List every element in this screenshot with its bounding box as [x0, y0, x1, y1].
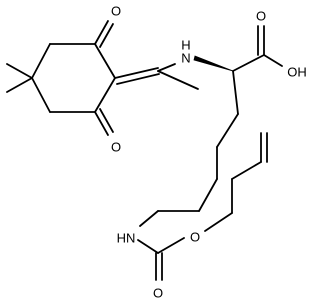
bond-methyl-upper: [6, 63, 33, 79]
ketone-top: O: [94, 4, 121, 48]
alpha-carbon: [193, 55, 239, 115]
stereo-wedge-bond: [193, 55, 234, 72]
bond-carbonyl-ester-o: [157, 237, 185, 254]
chemical-structure-drawing: O O N H O OH HN O O: [6, 4, 307, 301]
bond-ketone-bottom-b: [99, 108, 114, 133]
bond-enamine-methyl: [157, 70, 199, 90]
bond-ring-c5-c6: [31, 77, 51, 113]
bond-ketone-bottom-a: [94, 111, 109, 136]
bond-exocyclic-double-b: [116, 73, 160, 85]
ketone-bottom: O: [94, 108, 121, 155]
carbamate-group: HN O O: [117, 230, 200, 301]
carboxylic-acid: O OH: [232, 9, 307, 80]
bond-ring-c6-c1: [31, 43, 51, 79]
atom-o-ketone-top: O: [111, 4, 121, 19]
atom-oh-acid: OH: [287, 65, 307, 80]
lysine-side-chain: [139, 113, 239, 227]
bond-c-oh: [263, 54, 283, 67]
gem-dimethyl-group: [6, 63, 33, 93]
bond-vinyl-c-n: [157, 63, 176, 72]
bond-exocyclic-double-a: [114, 67, 159, 79]
atom-o-carbonyl-acid: O: [256, 9, 266, 24]
bond-ketone-top-a: [94, 20, 109, 45]
atom-o-carbamate-carbonyl: O: [153, 286, 163, 301]
atom-o-carbamate-ester: O: [190, 230, 200, 245]
bond-alpha-carboxyl: [232, 54, 265, 72]
exocyclic-enamine: N H: [114, 38, 199, 90]
allyl-group: [204, 132, 268, 232]
bond-alpha-sidechain: [232, 70, 239, 115]
atom-nh-carbamate: HN: [117, 231, 136, 246]
bond-chain-5: [139, 210, 159, 227]
bond-ring-c2-c3: [94, 43, 116, 79]
bond-chain-1: [216, 113, 239, 148]
dimedone-ring: [31, 43, 116, 113]
bond-methyl-lower: [6, 77, 33, 93]
bond-n-carbonyl: [137, 239, 159, 254]
atom-o-ketone-bottom: O: [111, 140, 121, 155]
bond-chain-3: [198, 178, 218, 212]
bond-allyl-ch-ch2: [231, 161, 262, 180]
bond-ring-c3-c4: [94, 77, 116, 113]
bond-o-allyl-ch2: [204, 212, 233, 232]
bond-ketone-top-b: [99, 23, 114, 48]
atom-h-amine: H: [181, 38, 190, 53]
atom-n-amine: N: [181, 51, 190, 66]
